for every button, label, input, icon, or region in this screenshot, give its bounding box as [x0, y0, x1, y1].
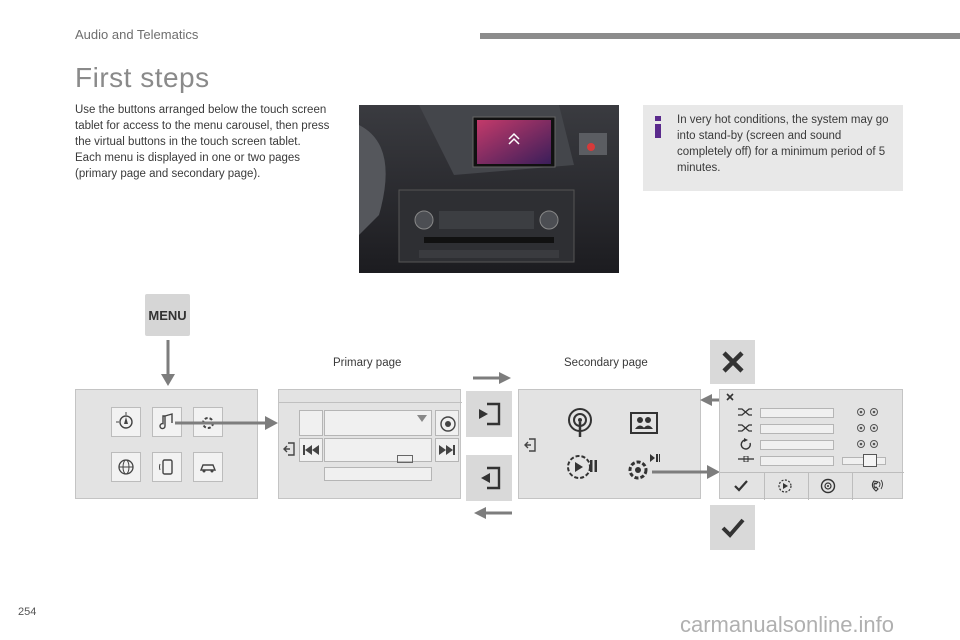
next-track-icon: [439, 445, 455, 455]
checkmark-icon[interactable]: [734, 480, 748, 492]
back-icon: [481, 466, 501, 490]
intro-text: Use the buttons arranged below the touch…: [75, 102, 345, 182]
globe-icon: [118, 459, 134, 475]
car-icon: [199, 464, 217, 473]
settings-gear-icon[interactable]: [626, 452, 660, 482]
telephone-icon[interactable]: [868, 479, 884, 493]
menu-button[interactable]: MENU: [145, 294, 190, 336]
option-field-3[interactable]: [760, 440, 834, 450]
shuffle-icon: [738, 424, 752, 432]
primary-source-field[interactable]: [324, 410, 432, 436]
close-x-icon: [721, 351, 744, 373]
info-icon: [655, 116, 661, 138]
back-icon[interactable]: [283, 442, 295, 456]
repeat-icon: [740, 438, 751, 450]
arrow-left-icon: [474, 507, 512, 519]
arrow-down-icon: [161, 340, 175, 386]
slider-icon: [738, 456, 754, 462]
back-button-bottom[interactable]: [466, 455, 512, 501]
option-field-4[interactable]: [760, 456, 834, 466]
option-slider-handle[interactable]: [863, 454, 877, 467]
option-field-1[interactable]: [760, 408, 834, 418]
section-title: Audio and Telematics: [75, 27, 199, 42]
secondary-page-panel: [518, 389, 701, 499]
telephone-tile[interactable]: [152, 452, 182, 482]
vehicle-tile[interactable]: [193, 452, 223, 482]
arrow-right-icon: [175, 416, 278, 430]
watermark: carmanualsonline.info: [680, 612, 895, 637]
connected-services-tile[interactable]: [111, 452, 141, 482]
primary-radio-button[interactable]: [435, 410, 459, 436]
contacts-icon[interactable]: [630, 412, 658, 434]
navigation-tile[interactable]: [111, 407, 141, 437]
previous-button[interactable]: [299, 438, 323, 462]
intro-paragraph-2: Each menu is displayed in one or two pag…: [75, 152, 301, 180]
play-pause-icon[interactable]: [778, 479, 794, 493]
dashboard-photo: [359, 105, 619, 273]
menu-carousel-panel: [75, 389, 258, 499]
confirm-button[interactable]: [710, 505, 755, 550]
primary-info-field: [324, 467, 432, 481]
header-divider-bar: [480, 33, 960, 39]
music-note-icon: [159, 413, 173, 430]
page-number: 254: [18, 606, 37, 618]
info-text: In very hot conditions, the system may g…: [677, 114, 889, 174]
close-button[interactable]: [710, 340, 755, 384]
back-icon[interactable]: [524, 438, 536, 452]
telephone-icon: [159, 459, 173, 475]
info-box: [643, 105, 903, 191]
play-pause-icon[interactable]: [566, 454, 598, 480]
option-radio-group[interactable]: [856, 407, 882, 449]
arrow-right-icon: [473, 372, 511, 384]
checkmark-icon: [721, 518, 745, 538]
primary-slot[interactable]: [299, 410, 323, 436]
back-button-top[interactable]: [466, 391, 512, 437]
option-field-2[interactable]: [760, 424, 834, 434]
radio-antenna-icon[interactable]: [566, 408, 594, 438]
radio-antenna-icon[interactable]: [820, 478, 836, 494]
arrow-right-icon: [652, 465, 720, 479]
close-x-icon[interactable]: [726, 393, 734, 401]
next-button[interactable]: [435, 438, 459, 462]
intro-paragraph-1: Use the buttons arranged below the touch…: [75, 104, 330, 148]
navigation-icon: [116, 412, 133, 429]
chevron-down-icon: [417, 415, 427, 422]
primary-track-field[interactable]: [324, 438, 432, 463]
page-title: First steps: [75, 62, 210, 93]
previous-track-icon: [303, 445, 319, 455]
back-icon: [479, 402, 501, 426]
radio-antenna-icon: [440, 416, 456, 432]
dashboard-illustration: [359, 105, 619, 273]
shuffle-icon: [738, 408, 752, 416]
secondary-page-label: Secondary page: [564, 357, 648, 369]
primary-page-panel: [278, 389, 462, 499]
primary-page-label: Primary page: [333, 357, 402, 369]
options-panel: [719, 389, 904, 500]
